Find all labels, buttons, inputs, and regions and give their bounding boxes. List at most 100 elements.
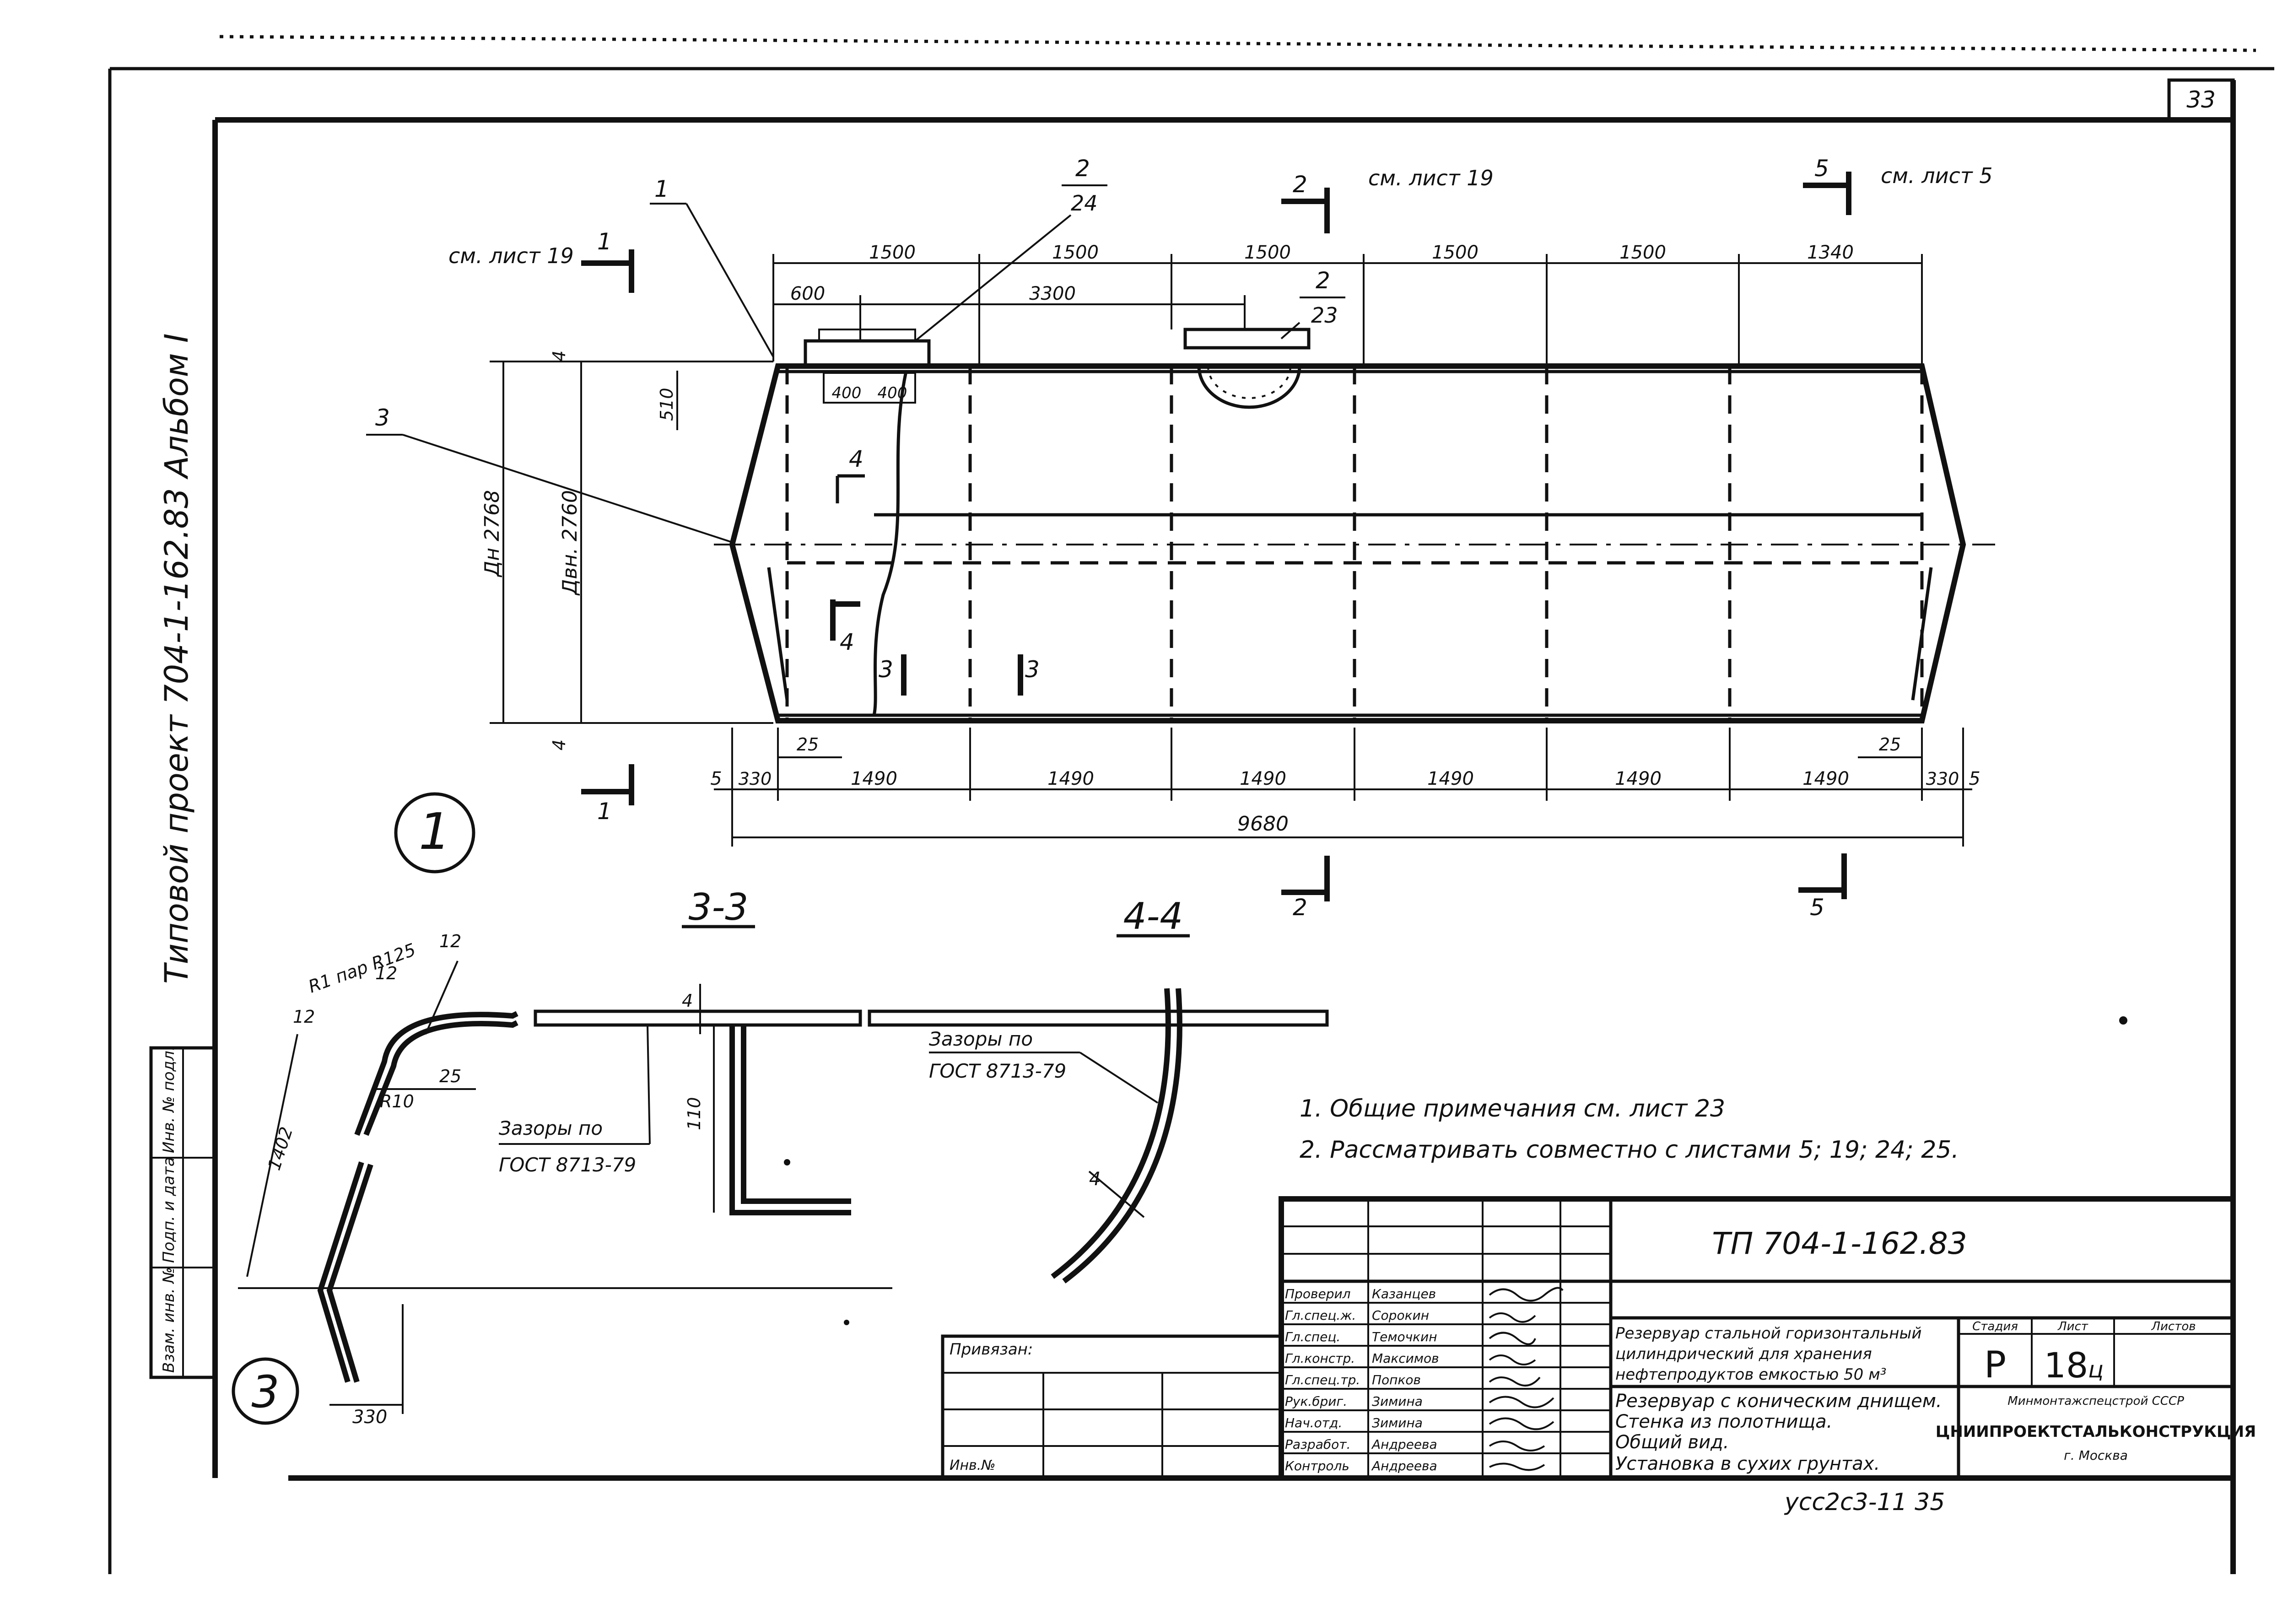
section-3-3-dim-330: 330 (352, 1407, 387, 1428)
callout-1: 1 (654, 176, 669, 202)
tb-project-desc-1: Резервуар стальной горизонтальный (1615, 1324, 1921, 1343)
view-label-1-text: 1 (419, 802, 451, 861)
margin-vertical-text: Типовой проект 704-1-162.83 Альбом I (158, 334, 195, 984)
dim-upper-600: 600 (790, 283, 825, 304)
notes: 1. Общие примечания см. лист 23 2. Рассм… (1300, 1095, 1959, 1164)
section-4-4-title: 4-4 (1123, 895, 1183, 938)
tb-sheet-suffix: ц (2088, 1356, 2104, 1383)
section-4-4-gap-note-2: ГОСТ 8713-79 (929, 1060, 1066, 1082)
ref-sheet-5: см. лист 5 (1881, 163, 1993, 188)
tb-name-1: Казанцев (1372, 1286, 1436, 1301)
dim-upper-3300: 3300 (1029, 283, 1076, 304)
tb-name-3: Темочкин (1372, 1329, 1437, 1344)
tb-sheet-title-4: Установка в сухих грунтах. (1615, 1453, 1880, 1474)
dim-bottom-6: 1490 (1802, 768, 1849, 789)
section-mark-5-top: 5 (1814, 155, 1829, 182)
tb-sheet-number: 18 (2044, 1345, 2088, 1386)
dim-4-top: 4 (549, 351, 569, 361)
section-3-3-dim-r10: R10 (380, 1091, 414, 1111)
section-mark-3-right: 3 (1025, 656, 1040, 683)
label-r1-r125: R1 пар R125 (306, 939, 418, 997)
section-3-3-dim-110: 110 (684, 1097, 704, 1130)
main-callouts: 1 2 24 2 23 3 4 см. лист 19 см. лист 19 … (366, 155, 1993, 543)
tb-project-desc-3: нефтепродуктов емкостью 50 м³ (1615, 1365, 1886, 1384)
tb-stage: Р (1984, 1343, 2006, 1386)
dim-hatch-2: 400 (878, 384, 907, 402)
tb-org-3: г. Москва (2064, 1448, 2128, 1463)
tb-name-6: Зимина (1372, 1394, 1423, 1409)
view-label-1: 1 (394, 792, 475, 874)
tb-role-5: Гл.спец.тр. (1285, 1372, 1360, 1387)
dim-hatch-1: 400 (832, 384, 862, 402)
section-mark-2-bottom: 2 (1293, 894, 1307, 921)
dim-total-length: 9680 (1237, 812, 1289, 836)
tb-header-sheet: Лист (2057, 1320, 2088, 1333)
dim-330-right: 330 (1926, 769, 1959, 789)
tb-name-8: Андреева (1371, 1437, 1437, 1452)
tb-name-2: Сорокин (1372, 1308, 1429, 1323)
tb-role-1: Проверил (1285, 1286, 1351, 1301)
section-3-3-dim-1402: 1402 (264, 1124, 297, 1173)
detail-label-3: 3 (251, 1366, 279, 1418)
section-mark-5-bottom: 5 (1810, 894, 1824, 921)
dim-25-right: 25 (1879, 734, 1901, 755)
tb-header-sheets: Листов (2151, 1320, 2196, 1333)
section-mark-1-bottom: 1 (597, 798, 612, 825)
dim-bottom-4: 1490 (1427, 768, 1474, 789)
tb-role-3: Гл.спец. (1285, 1329, 1340, 1344)
section-3-3-dim-12b: 12 (375, 963, 397, 983)
signature-marks (1489, 1287, 1564, 1471)
tb-role-2: Гл.спец.ж. (1285, 1308, 1356, 1323)
bottom-handwritten-note: ycc2c3-11 35 (1784, 1489, 1945, 1516)
dim-top-4: 1500 (1432, 242, 1479, 263)
title-block: Привязан: Инв.№ Проверил Казанцев Гл.спе… (941, 1196, 2256, 1481)
tb-inv-label: Инв.№ (950, 1457, 995, 1473)
dim-bottom-5: 1490 (1615, 768, 1662, 789)
tb-role-6: Рук.бриг. (1285, 1394, 1347, 1409)
tb-name-7: Зимина (1372, 1415, 1423, 1430)
dim-25-left: 25 (797, 734, 819, 755)
dim-top-5: 1500 (1619, 242, 1666, 263)
callout-2b: 2 (1316, 267, 1330, 294)
dim-bottom-1: 1490 (851, 768, 897, 789)
dim-outer-diameter: Дн 2768 (480, 490, 504, 577)
section-marks: 1 1 2 2 5 5 4 3 3 (581, 155, 1851, 921)
tb-org-1: Минмонтажспецстрой СССР (2007, 1394, 2184, 1408)
fitting-cover (1183, 328, 1311, 350)
section-3-3-dim-12a: 12 (439, 931, 461, 951)
section-4-4: 4-4 Зазоры по ГОСТ 8713-79 4 (929, 895, 1190, 1284)
section-3-3: 3-3 R1 пар R125 12 12 12 R10 25 4 110 14… (232, 886, 1329, 1428)
bottom-dimensions: 5 330 1490 1490 1490 1490 1490 1490 330 … (710, 728, 1980, 847)
section-mark-1-top: 1 (597, 228, 612, 255)
tb-role-8: Разработ. (1285, 1437, 1350, 1452)
callout-2b-sheet: 23 (1311, 303, 1338, 328)
callout-4: 4 (849, 446, 863, 472)
section-mark-4-lower: 4 (840, 629, 854, 655)
dim-top-3: 1500 (1244, 242, 1291, 263)
section-3-3-dim-4: 4 (682, 991, 693, 1011)
tb-sheet-title-1: Резервуар с коническим днищем. (1615, 1391, 1942, 1412)
margin-replace-inv: Взам. инв. № (160, 1267, 178, 1373)
callout-2-sheet: 24 (1071, 191, 1098, 216)
dim-4-bottom: 4 (549, 739, 569, 750)
dim-5-left: 5 (710, 768, 722, 789)
dim-bottom-3: 1490 (1240, 768, 1286, 789)
section-mark-2-top: 2 (1293, 171, 1307, 198)
scan-specks (784, 1016, 2127, 1325)
tb-name-9: Андреева (1371, 1458, 1437, 1473)
tb-name-4: Максимов (1372, 1351, 1439, 1366)
margin-inv-no: Инв. № подл. (160, 1046, 178, 1153)
tank-main-view (714, 328, 1995, 723)
note-1: 1. Общие примечания см. лист 23 (1300, 1095, 1725, 1122)
margin-sign-date: Подп. и дата (160, 1157, 178, 1263)
tb-sheet-title-2: Стенка из полотнища. (1615, 1411, 1832, 1432)
tb-sheet-title-3: Общий вид. (1615, 1432, 1729, 1453)
fitting-dome (1197, 366, 1301, 409)
dim-top-1: 1500 (869, 242, 916, 263)
section-3-3-dim-12c: 12 (293, 1007, 315, 1027)
tb-header-stage: Стадия (1972, 1320, 2018, 1333)
tb-role-4: Гл.констр. (1285, 1351, 1355, 1366)
dim-top-6: 1340 (1807, 242, 1854, 263)
tb-role-7: Нач.отд. (1285, 1415, 1342, 1430)
section-3-3-dim-25: 25 (439, 1066, 461, 1086)
